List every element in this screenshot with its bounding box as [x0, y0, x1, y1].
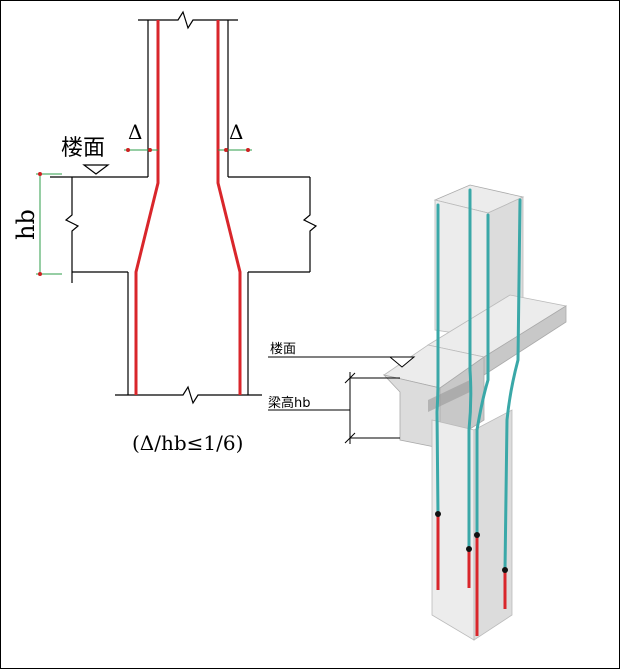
splice-node-1: [435, 511, 441, 517]
beam-left-front-face: [382, 374, 441, 449]
beam-right-break: [302, 177, 318, 272]
splice-node-3: [474, 532, 480, 538]
delta-left-tick-2: [148, 148, 152, 152]
floor-level-symbol: [82, 164, 110, 175]
delta-dimensions: Δ Δ: [124, 120, 252, 152]
isometric-view: 楼面 梁高hb: [268, 184, 568, 641]
delta-left-tick-1: [126, 148, 130, 152]
lower-column-side-face: [473, 409, 513, 641]
bottom-break-line: [115, 385, 262, 405]
splice-node-4: [502, 567, 508, 573]
rebar-left-cranked: [134, 20, 160, 395]
delta-right-label: Δ: [229, 120, 243, 144]
elevation-view: [50, 10, 318, 405]
beam-dim-tick-bottom: [344, 432, 356, 444]
beam-height-dimension: [268, 372, 400, 444]
beam-height-label: 梁高hb: [268, 395, 311, 411]
floor-level-symbol-right: [388, 356, 416, 368]
rebar-teal-4: [503, 198, 522, 572]
delta-right-tick-2: [246, 148, 250, 152]
delta-left-label: Δ: [128, 120, 142, 144]
hb-label: hb: [12, 209, 40, 240]
upper-rebars: [435, 188, 522, 572]
cranked-rebars: [134, 20, 242, 395]
top-break-line: [138, 10, 238, 30]
rebar-teal-2: [467, 188, 473, 550]
rebar-right-cranked: [216, 20, 242, 395]
floor-label-right: 楼面: [270, 342, 296, 357]
hb-dimension: hb: [12, 172, 62, 276]
splice-node-2: [466, 546, 472, 552]
condition-label: (Δ/hb≤1/6): [132, 431, 243, 455]
floor-label-left: 楼面: [61, 136, 105, 161]
rebar-teal-3: [475, 213, 490, 537]
rebar-teal-1: [435, 203, 440, 517]
lower-rebars: [436, 515, 507, 636]
hb-tick-bottom: [38, 272, 42, 276]
hb-tick-top: [38, 172, 42, 176]
delta-right-tick-1: [224, 148, 228, 152]
splice-nodes: [435, 511, 508, 573]
beam-dim-tick-top: [344, 372, 356, 384]
beam-left-break: [64, 177, 80, 283]
